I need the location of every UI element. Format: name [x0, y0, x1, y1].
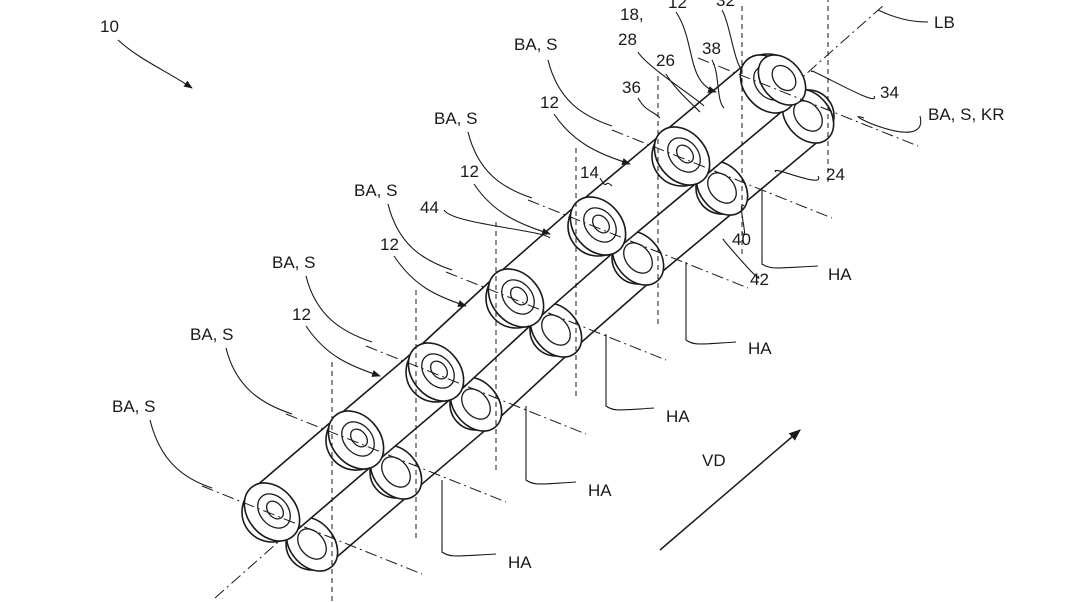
leader-12: [553, 113, 631, 165]
label-vd: VD: [702, 451, 726, 470]
rear-roller-bore: [297, 528, 327, 560]
leader-ba-s: [305, 275, 373, 343]
leader-12: [473, 183, 551, 235]
leader-ha: [441, 480, 497, 557]
leader-ha: [525, 406, 577, 485]
label-10: 10: [100, 17, 119, 36]
rear-roller-bore: [707, 172, 737, 204]
leader-misc: [740, 204, 746, 236]
pin-axis-ba-s: [611, 129, 833, 219]
label-ba-s-4: BA, S: [354, 181, 397, 200]
leader-misc: [774, 169, 820, 181]
label-14: 14: [580, 163, 599, 182]
leader-misc: [637, 97, 661, 119]
leader-misc: [711, 59, 725, 109]
leader-lb: [877, 9, 929, 23]
label-ha-5: HA: [508, 553, 532, 572]
pin-axis-ba-s: [697, 57, 919, 147]
label-34: 34: [880, 83, 899, 102]
pin-head-ring: [501, 279, 535, 315]
pin-axis-ba-s: [201, 485, 423, 575]
label-28: 28: [618, 30, 637, 49]
end-pin-cap: [757, 54, 807, 106]
chain: [241, 53, 835, 572]
label-42: 42: [750, 270, 769, 289]
travel-direction-arrow: [659, 429, 801, 551]
label-12-5: 12: [668, 0, 687, 12]
pin-head-ring: [421, 353, 455, 389]
pin-axis-ba-s: [445, 271, 667, 361]
leader-ba-s: [547, 59, 613, 127]
rear-roller-bore: [461, 388, 491, 420]
label-ba-s-2: BA, S: [190, 325, 233, 344]
pin-head-center: [349, 428, 369, 448]
label-32: 32: [716, 0, 735, 10]
label-26: 26: [656, 51, 675, 70]
label-ha-2: HA: [748, 339, 772, 358]
leader-misc: [722, 238, 760, 279]
label-ba-s-5: BA, S: [434, 109, 477, 128]
label-ba-s-1: BA, S: [112, 397, 155, 416]
label-36: 36: [622, 78, 641, 97]
label-12-3: 12: [460, 162, 479, 181]
label-ha-3: HA: [666, 407, 690, 426]
leader-12: [305, 325, 381, 377]
leader-lines: [149, 9, 922, 557]
end-pin-cap-center: [771, 64, 797, 92]
leader-12: [393, 255, 467, 307]
leader-10: [117, 39, 193, 89]
pin-axis-ba-s: [285, 413, 507, 503]
leader-ha: [685, 262, 737, 345]
label-18: 18,: [620, 5, 644, 24]
pin-head-center: [675, 144, 695, 164]
leader-misc: [721, 9, 743, 71]
label-lb: LB: [934, 13, 955, 32]
rear-roller-bore: [623, 242, 653, 274]
label-38: 38: [702, 39, 721, 58]
pin-head-ring: [583, 207, 617, 243]
leader-misc: [443, 209, 551, 239]
leader-ba-s: [225, 347, 293, 415]
label-24: 24: [826, 165, 845, 184]
leader-ha: [605, 334, 655, 411]
rear-roller-bore: [541, 314, 571, 346]
pin-head-center: [429, 360, 449, 380]
label-44: 44: [420, 198, 439, 217]
rear-roller-bore: [381, 456, 411, 488]
pin-axis-ba-s: [527, 199, 749, 289]
label-ha-1: HA: [828, 265, 852, 284]
leader-ha: [761, 190, 819, 269]
leader-ba-s: [149, 419, 213, 489]
leader-misc: [811, 70, 875, 99]
pin-head-center: [265, 500, 285, 520]
label-12-2: 12: [380, 235, 399, 254]
label-12-1: 12: [292, 305, 311, 324]
leader-misc: [665, 73, 701, 113]
leader-ba-s: [387, 203, 453, 271]
pin-axis-ba-s: [365, 345, 587, 435]
label-ba-s-6: BA, S: [514, 35, 557, 54]
label-40: 40: [732, 230, 751, 249]
label-ha-4: HA: [588, 481, 612, 500]
pin-head-center: [509, 286, 529, 306]
leader-ba-s: [467, 131, 533, 199]
leader-12: [675, 11, 717, 93]
label-ba-s-kr: BA, S, KR: [928, 105, 1005, 124]
pin-axes: [201, 0, 919, 602]
label-12-4: 12: [540, 93, 559, 112]
label-ba-s-3: BA, S: [272, 253, 315, 272]
pin-head-ring: [667, 137, 701, 173]
leader-ba-s: [857, 115, 922, 133]
pin-head-ring: [341, 421, 375, 457]
leader-misc: [599, 177, 613, 187]
pin-head-ring: [257, 493, 291, 529]
pin-head-center: [591, 214, 611, 234]
